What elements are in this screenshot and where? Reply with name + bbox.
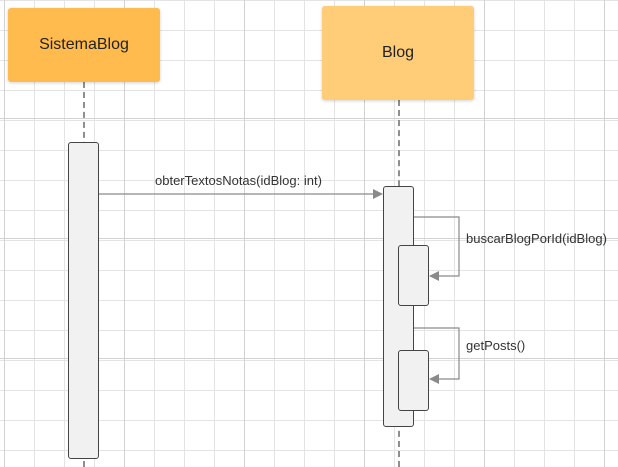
participant-blog[interactable]: Blog: [322, 6, 474, 100]
message-label-buscarblogporid: buscarBlogPorId(idBlog): [466, 231, 607, 246]
message-label-getposts: getPosts(): [466, 338, 526, 353]
activation-sistemablog[interactable]: [68, 142, 99, 459]
activation-blog-buscar[interactable]: [398, 245, 429, 306]
participant-sistemablog[interactable]: SistemaBlog: [8, 8, 160, 82]
participant-sistemablog-label: SistemaBlog: [39, 36, 129, 53]
message-label-obtertextosnotas: obterTextosNotas(idBlog: int): [155, 173, 322, 188]
activation-blog-getposts[interactable]: [398, 350, 429, 411]
participant-blog-label: Blog: [381, 44, 415, 61]
message-arrow-buscarblogporid: [414, 216, 460, 281]
message-arrow-getposts: [414, 327, 460, 384]
